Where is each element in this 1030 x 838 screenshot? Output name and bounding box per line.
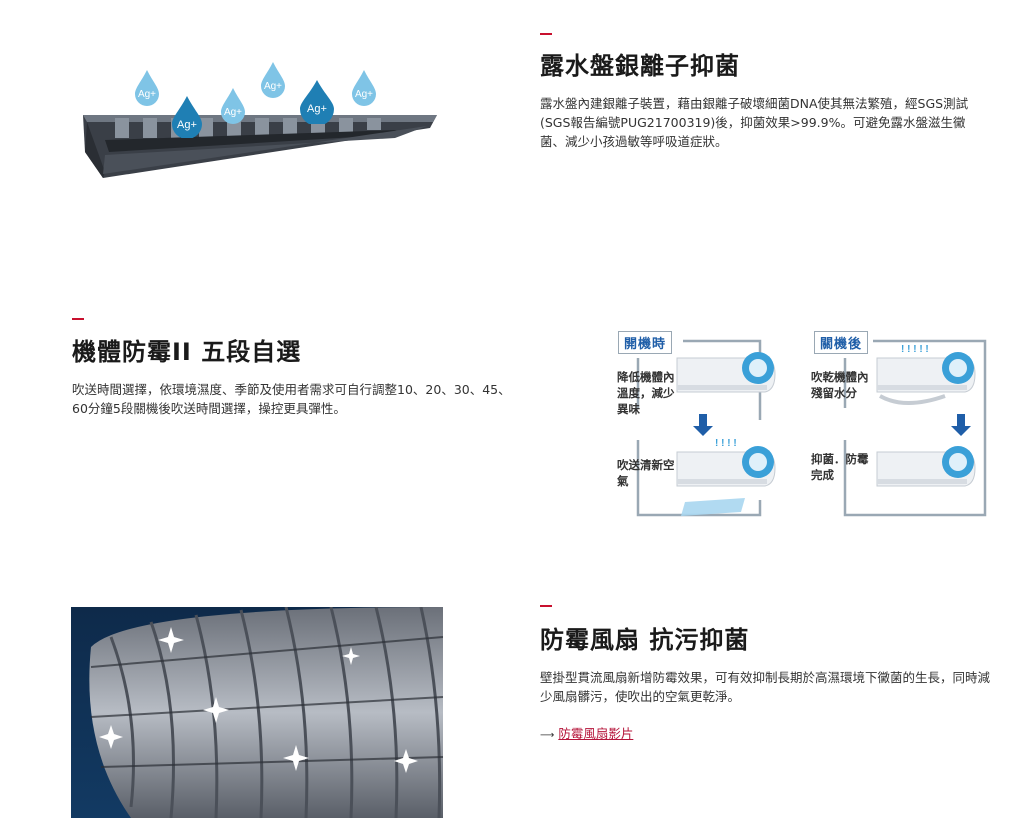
ion-label: Ag+ [355,89,373,100]
arrow-right-icon: ⟶ [540,730,555,741]
section2-accent [72,318,84,320]
section1-accent [540,33,552,35]
down-arrow-icon [693,414,713,436]
section2-title: 機體防霉II 五段自選 [72,338,302,366]
fan-video-link[interactable]: 防霉風扇影片 [558,726,634,741]
ion-droplet-icon: Ag+ [259,60,287,98]
ion-label: Ag+ [264,81,282,92]
diagram-step2-label: 吹送清新空氣 [617,458,675,488]
tag-power-on: 開機時 [618,331,673,354]
fan-video-link-row: ⟶ 防霉風扇影片 [540,723,633,742]
anti-mold-cycle-diagram: ! ! ! ! ! ! ! ! ! [605,330,995,520]
tag-power-off: 關機後 [814,331,869,354]
diagram-step1-label: 降低機體內溫度，減少異味 [617,370,675,416]
ion-droplet-icon: Ag+ [350,68,378,106]
section2-description: 吹送時間選擇，依環境濕度、季節及使用者需求可自行調整10、20、30、45、60… [72,382,511,416]
ion-droplet-icon: Ag+ [170,94,204,139]
section1-title: 露水盤銀離子抑菌 [540,52,740,80]
fan-image [71,607,443,818]
ion-droplet-icon: Ag+ [219,86,247,124]
ion-label: Ag+ [138,89,156,100]
ion-label: Ag+ [177,119,197,131]
sparkle-icon [99,627,418,773]
section3-title: 防霉風扇 抗污抑菌 [540,626,750,654]
ac-unit-icon [676,352,776,393]
ion-label: Ag+ [307,103,327,115]
svg-text:! ! ! !: ! ! ! ! [715,438,737,449]
section1-description: 露水盤內建銀離子裝置，藉由銀離子破壞細菌DNA使其無法繁殖，經SGS測試(SGS… [540,96,969,149]
diagram-step3-label: 吹乾機體內殘留水分 [811,370,869,400]
ion-label: Ag+ [224,107,242,118]
ion-droplet-icon: Ag+ [298,78,336,126]
section3-accent [540,605,552,607]
svg-text:! ! ! ! !: ! ! ! ! ! [901,344,929,355]
diagram-step4-label: 抑菌．防霉完成 [811,452,869,482]
ion-droplet-icon: Ag+ [133,68,161,106]
section3-description: 壁掛型貫流風扇新增防霉效果，可有效抑制長期於高濕環境下黴菌的生長，同時減少風扇髒… [540,670,991,704]
